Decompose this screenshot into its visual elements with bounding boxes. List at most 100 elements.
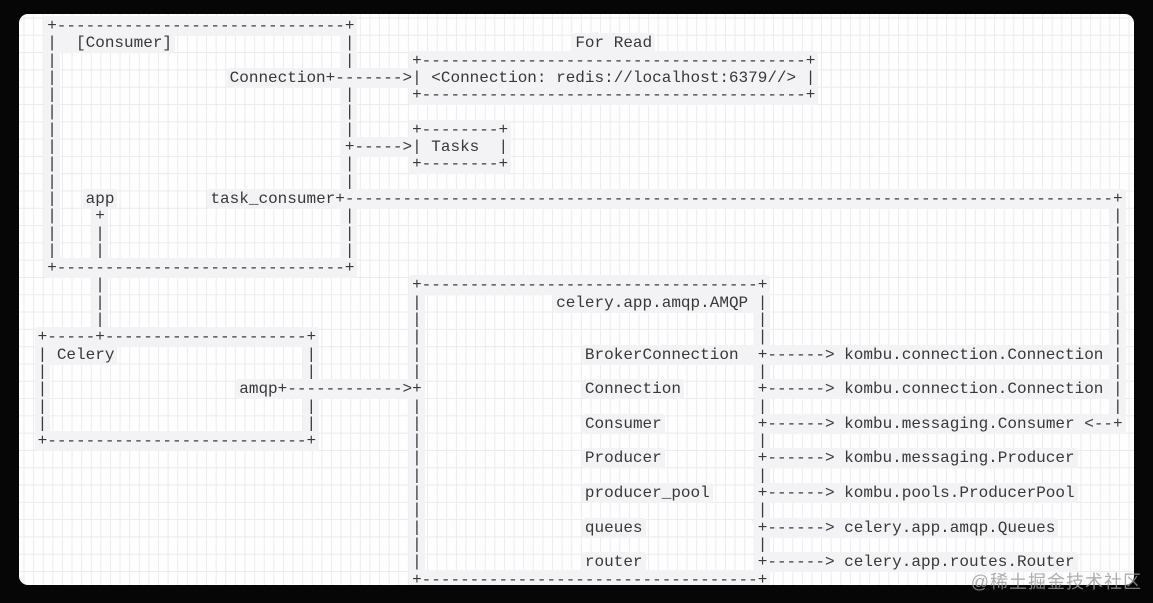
diagram-text-run: | [1110,223,1126,244]
diagram-row: | +-----------------------------------+ … [28,275,1126,296]
diagram-row: +-----------------------------------+ [28,569,1123,585]
diagram-text-run: | [1110,292,1126,313]
diagram-row: | | | | [28,310,1126,331]
diagram-row: | | [28,465,1123,486]
diagram-row: | Connection+------->| <Connection: redi… [28,67,1123,88]
diagram-text-run: | [1110,310,1126,331]
diagram-text-run: +------------------------------+ [44,16,358,36]
diagram-row: | | +--------+ [28,154,1123,175]
diagram-row: | | | | [28,240,1126,261]
diagram-text-run: queues [581,517,646,538]
diagram-text-run: | [754,431,771,452]
diagram-row: | +----->| Tasks | [28,137,1123,158]
diagram-text-run: BrokerConnection +------> kombu.connecti… [581,344,1126,365]
diagram-row: | app task_consumer+--------------------… [28,188,1126,209]
diagram-text-run: app [82,188,118,209]
diagram-text-run: | [409,500,425,521]
diagram-text-run: | [409,448,425,469]
diagram-text-run: +------> kombu.pools.ProducerPool [754,483,1078,504]
diagram-text-run: | [Consumer] [44,33,176,54]
diagram-text-run: +------> celery.app.amqp.Queues [754,517,1059,538]
diagram-text-run: +------> kombu.messaging.Producer [754,448,1078,469]
diagram-text-run: | [341,171,358,192]
diagram-text-run: | [754,500,771,521]
diagram-text-run: | [44,137,60,158]
diagram-text-run: Connection [581,379,684,400]
diagram-text-run: | [92,292,108,313]
diagram-text-run: | [1110,361,1126,382]
diagram-row: +---------------------------+ | | [28,431,1123,452]
diagram-row: | amqp+------------>+ Connection +------… [28,379,1126,400]
diagram-row: | | [28,171,1123,192]
diagram-text-run: | [409,361,425,382]
diagram-text-run: | [341,102,358,123]
diagram-text-run: | [44,240,60,261]
diagram-row: | Producer +------> kombu.messaging.Prod… [28,448,1123,469]
diagram-text-run: producer_pool [581,483,713,504]
diagram-text-run: | [1110,396,1126,417]
diagram-text-run: | [409,396,425,417]
diagram-text-run: +-----------------------------------+ [409,275,771,296]
diagram-text-run: | [409,534,425,555]
diagram-text-run: | [409,517,425,538]
diagram-text-run: | [92,223,108,244]
diagram-row: +-----+---------------------+ | | | [28,327,1126,348]
diagram-row: | | celery.app.amqp.AMQP | | [28,292,1126,313]
diagram-text-run: | [754,534,771,555]
diagram-text-run: | [44,154,60,175]
diagram-text-run: For Read [572,33,656,54]
diagram-text-run: +---------------------------------------… [409,85,819,106]
diagram-text-run: +-----------------------------------+ [409,569,771,585]
diagram-row: | | +-----------------------------------… [28,85,1123,106]
diagram-row: | | [28,534,1123,555]
diagram-text-run: | [1109,258,1126,279]
diagram-text-run: | [44,171,60,192]
diagram-text-run: | [44,188,60,209]
diagram-row: | producer_pool +------> kombu.pools.Pro… [28,483,1123,504]
diagram-row: | queues +------> celery.app.amqp.Queues [28,517,1123,538]
diagram-text-run: +--------+ [409,154,512,175]
diagram-text-run: | [1110,206,1126,227]
diagram-row: | | | | | [28,361,1126,382]
diagram-row: | | | Consumer +------> kombu.messaging.… [28,413,1126,434]
diagram-text-run: | [409,465,425,486]
diagram-text-run: +------------------------------+ [44,258,358,279]
ascii-diagram: +------------------------------+ | [Cons… [28,16,1126,585]
diagram-text-run: | [92,310,108,331]
diagram-text-run: | [409,327,425,348]
diagram-text-run: | [409,483,425,504]
diagram-text-run: task_consumer+--------------------------… [207,188,1126,209]
diagram-text-run: Consumer [581,413,665,434]
diagram-row: | | +-----------------------------------… [28,50,1123,71]
diagram-text-run: celery.app.amqp.AMQP | [553,292,771,313]
diagram-text-run: | [754,465,771,486]
diagram-row: | [Consumer] | For Read [28,33,1123,54]
diagram-text-run: | [409,344,425,365]
diagram-canvas: +------------------------------+ | [Cons… [19,14,1134,585]
diagram-row: | Celery | | BrokerConnection +------> k… [28,344,1126,365]
diagram-text-run: | [44,67,60,88]
diagram-text-run: | [409,413,425,434]
diagram-text-run: | [44,85,60,106]
diagram-text-run: | Celery [34,344,118,365]
diagram-text-run: +---------------------------+ [34,431,320,452]
diagram-row: +------------------------------+ [28,16,1123,36]
diagram-text-run: | [1110,240,1126,261]
diagram-row: | | [28,102,1123,123]
diagram-text-run: | [1110,327,1126,348]
diagram-text-run: | [44,50,60,71]
diagram-text-run: | [92,240,108,261]
diagram-text-run: Connection+------->| <Connection: redis:… [226,67,819,88]
diagram-text-run: | [44,206,60,227]
diagram-text-run: Producer [581,448,665,469]
diagram-row: | router +------> celery.app.routes.Rout… [28,552,1123,573]
diagram-text-run: +------> kombu.connection.Connection | [754,379,1126,400]
watermark: @稀土掘金技术社区 [970,572,1142,592]
diagram-row: +------------------------------+ | [28,258,1126,279]
diagram-row: | | | | | [28,396,1126,417]
diagram-row: | | +--------+ [28,119,1123,140]
diagram-text-run: | [409,552,425,573]
diagram-row: | | [28,500,1123,521]
diagram-text-run: +------> kombu.messaging.Consumer <--+ [754,413,1126,434]
diagram-text-run: amqp+------------>+ [236,379,425,400]
